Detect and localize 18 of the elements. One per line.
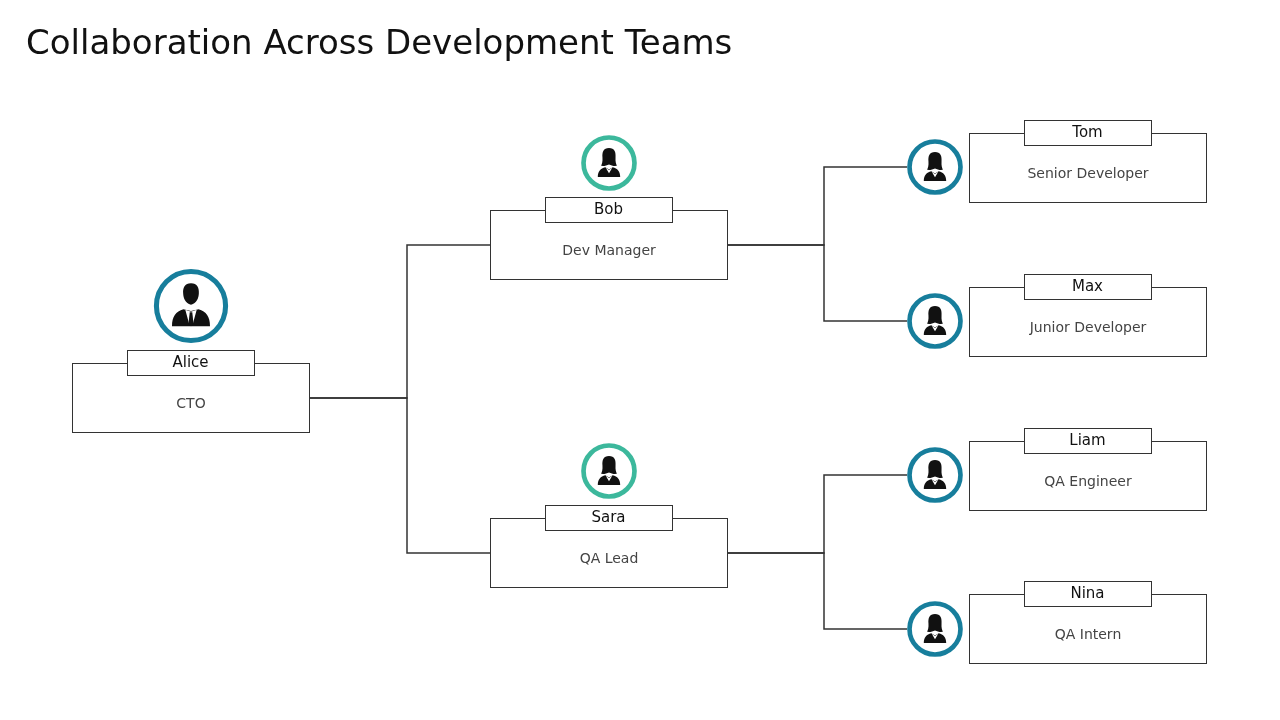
role-label: Senior Developer [1026,165,1150,181]
role-label: QA Engineer [1043,473,1133,489]
name-label: Liam [1023,427,1152,454]
name-label: Sara [544,504,673,531]
name-label: Tom [1023,119,1152,146]
role-label: QA Lead [578,550,640,566]
connector-line [727,244,908,322]
name-label: Nina [1023,580,1152,607]
role-label: Junior Developer [1028,319,1148,335]
role-label: Dev Manager [561,242,657,258]
role-label: CTO [175,395,207,411]
name-label: Alice [126,349,255,376]
name-label: Bob [544,196,673,223]
diagram-title: Collaboration Across Development Teams [26,22,733,62]
connector-line [309,397,491,554]
name-label: Max [1023,273,1152,300]
connector-line [727,552,908,630]
role-label: QA Intern [1053,626,1123,642]
